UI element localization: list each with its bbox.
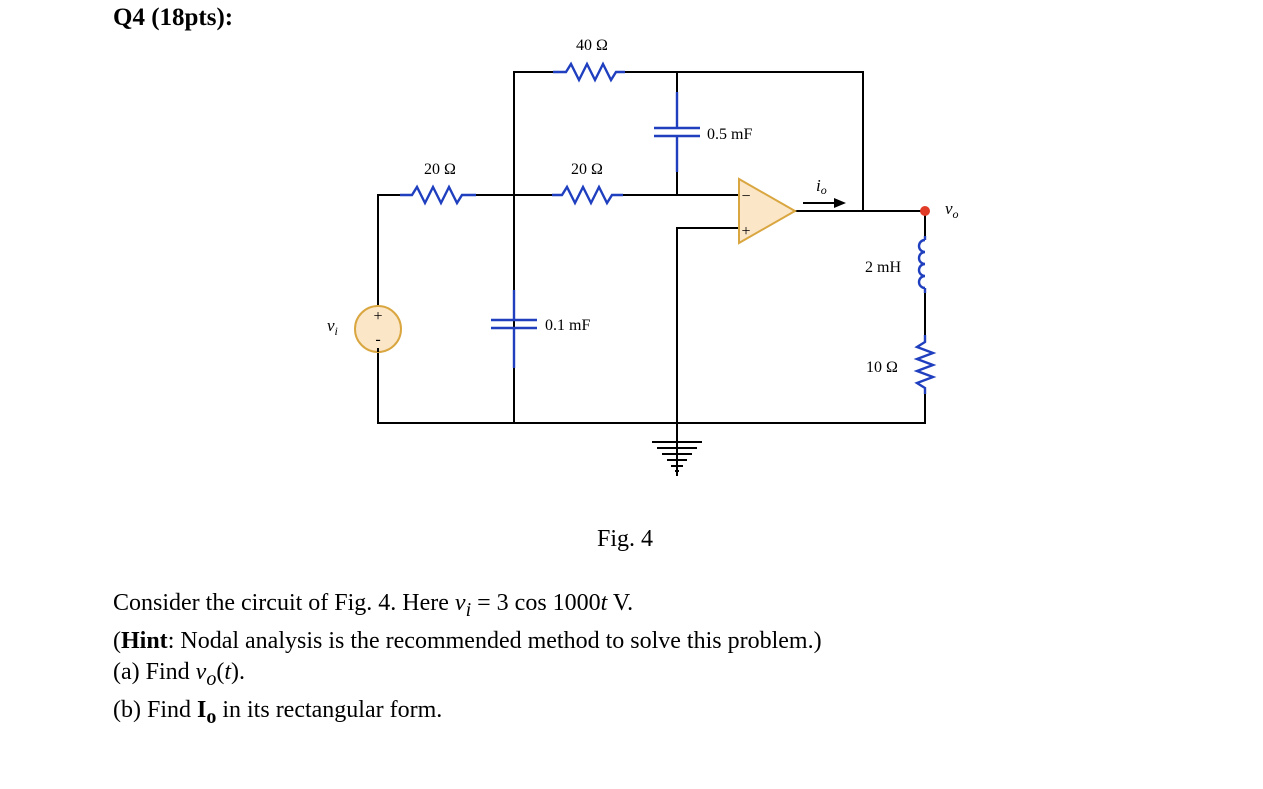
problem-line-4: (b) Find Io in its rectangular form.: [113, 695, 822, 733]
source-v: v: [327, 316, 335, 335]
line1-text-a: Consider the circuit of Fig. 4. Here: [113, 590, 455, 616]
line3-sub: o: [206, 667, 217, 690]
label-0-5-mf: 0.5 mF: [707, 126, 752, 143]
line4-text-a: (b) Find: [113, 696, 197, 723]
label-10-ohm: 10 Ω: [866, 359, 898, 376]
resistor-10-ohm: [913, 335, 937, 394]
line3-text-c: ).: [230, 658, 245, 685]
line2-text: : Nodal analysis is the recommended meth…: [167, 627, 822, 654]
resistor-20-ohm-mid: [552, 184, 623, 206]
problem-line-1: Consider the circuit of Fig. 4. Here vi …: [113, 588, 822, 626]
capacitor-0-1-mf: [491, 290, 537, 368]
op-amp: [738, 177, 798, 245]
line1-v: v: [454, 590, 466, 616]
output-v: v: [945, 199, 953, 218]
label-current-io: io: [816, 176, 827, 197]
line3-text-b: (: [216, 658, 225, 685]
problem-line-3: (a) Find vo(t).: [113, 657, 822, 695]
ground-symbol: [652, 441, 702, 476]
voltage-source: [354, 305, 402, 353]
label-source-vi: vi: [327, 316, 338, 338]
label-output-vo: vo: [945, 199, 959, 221]
question-heading: Q4 (18pts):: [113, 4, 234, 31]
line1-text-c: V.: [607, 590, 634, 616]
line4-text-b: in its rectangular form.: [216, 696, 443, 723]
resistor-20-ohm-left: [400, 184, 476, 206]
line1-text-b: = 3 cos 1000: [471, 590, 601, 616]
circuit-diagram: + - − + 40 Ω 20 Ω 20 Ω 0.5 mF 0.1 mF 2 m…: [327, 37, 959, 476]
output-sub: o: [953, 207, 959, 221]
current-sub: o: [821, 183, 827, 197]
source-sub: i: [335, 324, 338, 338]
output-node: [920, 206, 930, 216]
op-amp-minus-sign: −: [741, 188, 750, 205]
label-20-ohm-left: 20 Ω: [424, 161, 456, 178]
source-minus-sign: -: [375, 331, 380, 348]
figure-caption: Fig. 4: [597, 526, 654, 552]
label-20-ohm-mid: 20 Ω: [571, 161, 603, 178]
line1-t: t: [600, 590, 608, 616]
problem-line-2: (Hint: Nodal analysis is the recommended…: [113, 626, 822, 657]
inductor-2-mh: [917, 236, 927, 293]
capacitor-0-5-mf: [654, 92, 700, 172]
label-40-ohm: 40 Ω: [576, 37, 608, 54]
line3-t: t: [224, 658, 231, 685]
source-plus-sign: +: [373, 308, 382, 325]
line3-text-a: (a) Find: [113, 658, 196, 685]
circuit-wires: [377, 71, 926, 442]
line1-sub: i: [465, 598, 472, 621]
current-arrow: [803, 198, 846, 208]
problem-text: Consider the circuit of Fig. 4. Here vi …: [113, 588, 822, 732]
op-amp-plus-sign: +: [741, 223, 750, 240]
line2-open: (: [113, 627, 121, 654]
label-2-mh: 2 mH: [865, 259, 901, 276]
line4-sub: o: [206, 705, 217, 728]
line3-v: v: [195, 658, 207, 685]
current-i: i: [816, 176, 821, 195]
label-0-1-mf: 0.1 mF: [545, 317, 590, 334]
hint-label: Hint: [121, 627, 168, 654]
resistor-40-ohm: [553, 61, 625, 83]
line4-I: I: [197, 696, 207, 723]
